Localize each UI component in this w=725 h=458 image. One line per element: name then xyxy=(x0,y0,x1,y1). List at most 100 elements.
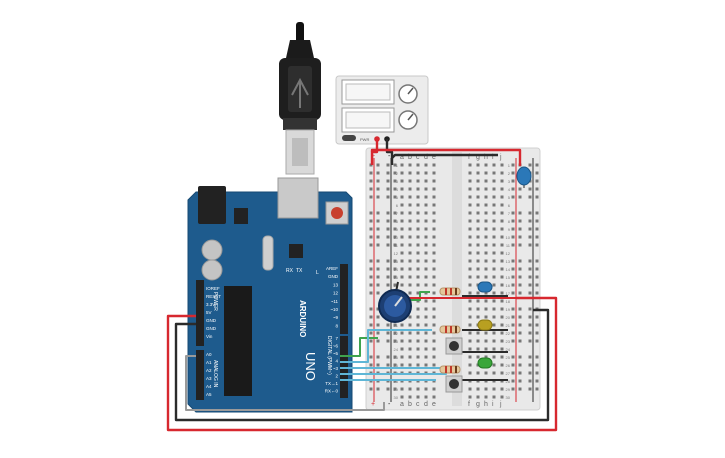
breadboard-hole[interactable] xyxy=(492,299,496,303)
breadboard-hole[interactable] xyxy=(500,339,504,343)
breadboard-hole[interactable] xyxy=(492,227,496,231)
rail-hole[interactable] xyxy=(511,323,515,327)
breadboard-hole[interactable] xyxy=(484,339,488,343)
breadboard-hole[interactable] xyxy=(476,243,480,247)
breadboard-hole[interactable] xyxy=(408,259,412,263)
rail-hole[interactable] xyxy=(535,363,539,367)
rail-hole[interactable] xyxy=(376,355,380,359)
breadboard-hole[interactable] xyxy=(476,259,480,263)
breadboard-hole[interactable] xyxy=(400,187,404,191)
rail-hole[interactable] xyxy=(535,219,539,223)
breadboard-hole[interactable] xyxy=(468,243,472,247)
breadboard-hole[interactable] xyxy=(432,307,436,311)
breadboard-hole[interactable] xyxy=(468,211,472,215)
rail-hole[interactable] xyxy=(369,331,373,335)
breadboard-hole[interactable] xyxy=(424,243,428,247)
rail-hole[interactable] xyxy=(376,291,380,295)
breadboard-hole[interactable] xyxy=(432,323,436,327)
breadboard-hole[interactable] xyxy=(492,355,496,359)
breadboard-hole[interactable] xyxy=(500,235,504,239)
resistor-2[interactable] xyxy=(439,325,461,334)
rail-hole[interactable] xyxy=(528,387,532,391)
rail-hole[interactable] xyxy=(393,283,397,287)
rail-hole[interactable] xyxy=(511,243,515,247)
breadboard-hole[interactable] xyxy=(484,251,488,255)
breadboard-hole[interactable] xyxy=(424,331,428,335)
breadboard-hole[interactable] xyxy=(432,395,436,399)
breadboard-hole[interactable] xyxy=(468,171,472,175)
breadboard-hole[interactable] xyxy=(492,307,496,311)
breadboard-hole[interactable] xyxy=(424,283,428,287)
breadboard-hole[interactable] xyxy=(492,275,496,279)
rail-hole[interactable] xyxy=(535,179,539,183)
breadboard-hole[interactable] xyxy=(476,187,480,191)
breadboard-hole[interactable] xyxy=(484,219,488,223)
breadboard-hole[interactable] xyxy=(432,171,436,175)
breadboard-hole[interactable] xyxy=(484,187,488,191)
rail-hole[interactable] xyxy=(393,187,397,191)
breadboard-hole[interactable] xyxy=(484,163,488,167)
breadboard-hole[interactable] xyxy=(424,395,428,399)
breadboard-hole[interactable] xyxy=(400,275,404,279)
breadboard-hole[interactable] xyxy=(408,355,412,359)
rail-hole[interactable] xyxy=(511,259,515,263)
rail-hole[interactable] xyxy=(535,195,539,199)
breadboard-hole[interactable] xyxy=(468,187,472,191)
breadboard-hole[interactable] xyxy=(484,387,488,391)
breadboard-hole[interactable] xyxy=(416,267,420,271)
breadboard-hole[interactable] xyxy=(492,235,496,239)
breadboard-hole[interactable] xyxy=(484,347,488,351)
breadboard-hole[interactable] xyxy=(408,235,412,239)
breadboard-hole[interactable] xyxy=(424,347,428,351)
breadboard-hole[interactable] xyxy=(432,275,436,279)
rail-hole[interactable] xyxy=(518,339,522,343)
rail-hole[interactable] xyxy=(518,315,522,319)
rail-hole[interactable] xyxy=(386,323,390,327)
rail-hole[interactable] xyxy=(518,195,522,199)
breadboard-hole[interactable] xyxy=(408,347,412,351)
breadboard-hole[interactable] xyxy=(500,315,504,319)
rail-hole[interactable] xyxy=(393,339,397,343)
rail-hole[interactable] xyxy=(511,291,515,295)
rail-hole[interactable] xyxy=(376,227,380,231)
breadboard-hole[interactable] xyxy=(492,331,496,335)
breadboard-hole[interactable] xyxy=(468,195,472,199)
breadboard-hole[interactable] xyxy=(492,243,496,247)
rail-hole[interactable] xyxy=(393,275,397,279)
rail-hole[interactable] xyxy=(518,291,522,295)
breadboard-hole[interactable] xyxy=(500,275,504,279)
breadboard-hole[interactable] xyxy=(408,275,412,279)
rail-hole[interactable] xyxy=(511,363,515,367)
breadboard-hole[interactable] xyxy=(468,323,472,327)
rail-hole[interactable] xyxy=(386,267,390,271)
breadboard-hole[interactable] xyxy=(424,307,428,311)
breadboard-hole[interactable] xyxy=(468,339,472,343)
rail-hole[interactable] xyxy=(511,195,515,199)
breadboard-hole[interactable] xyxy=(424,339,428,343)
rail-hole[interactable] xyxy=(376,163,380,167)
breadboard-hole[interactable] xyxy=(476,163,480,167)
rail-hole[interactable] xyxy=(393,171,397,175)
breadboard-hole[interactable] xyxy=(400,163,404,167)
breadboard-hole[interactable] xyxy=(468,275,472,279)
rail-hole[interactable] xyxy=(511,307,515,311)
rail-hole[interactable] xyxy=(369,179,373,183)
rail-hole[interactable] xyxy=(369,243,373,247)
rail-hole[interactable] xyxy=(386,219,390,223)
rail-hole[interactable] xyxy=(535,387,539,391)
rail-hole[interactable] xyxy=(369,187,373,191)
breadboard-hole[interactable] xyxy=(500,307,504,311)
breadboard-hole[interactable] xyxy=(492,291,496,295)
breadboard-hole[interactable] xyxy=(424,315,428,319)
breadboard-hole[interactable] xyxy=(484,235,488,239)
pushbutton-1[interactable] xyxy=(445,337,463,355)
rail-hole[interactable] xyxy=(511,387,515,391)
rail-hole[interactable] xyxy=(393,363,397,367)
breadboard-hole[interactable] xyxy=(468,291,472,295)
rail-hole[interactable] xyxy=(369,323,373,327)
breadboard-hole[interactable] xyxy=(424,195,428,199)
breadboard-hole[interactable] xyxy=(416,251,420,255)
breadboard-hole[interactable] xyxy=(432,267,436,271)
rail-hole[interactable] xyxy=(528,291,532,295)
